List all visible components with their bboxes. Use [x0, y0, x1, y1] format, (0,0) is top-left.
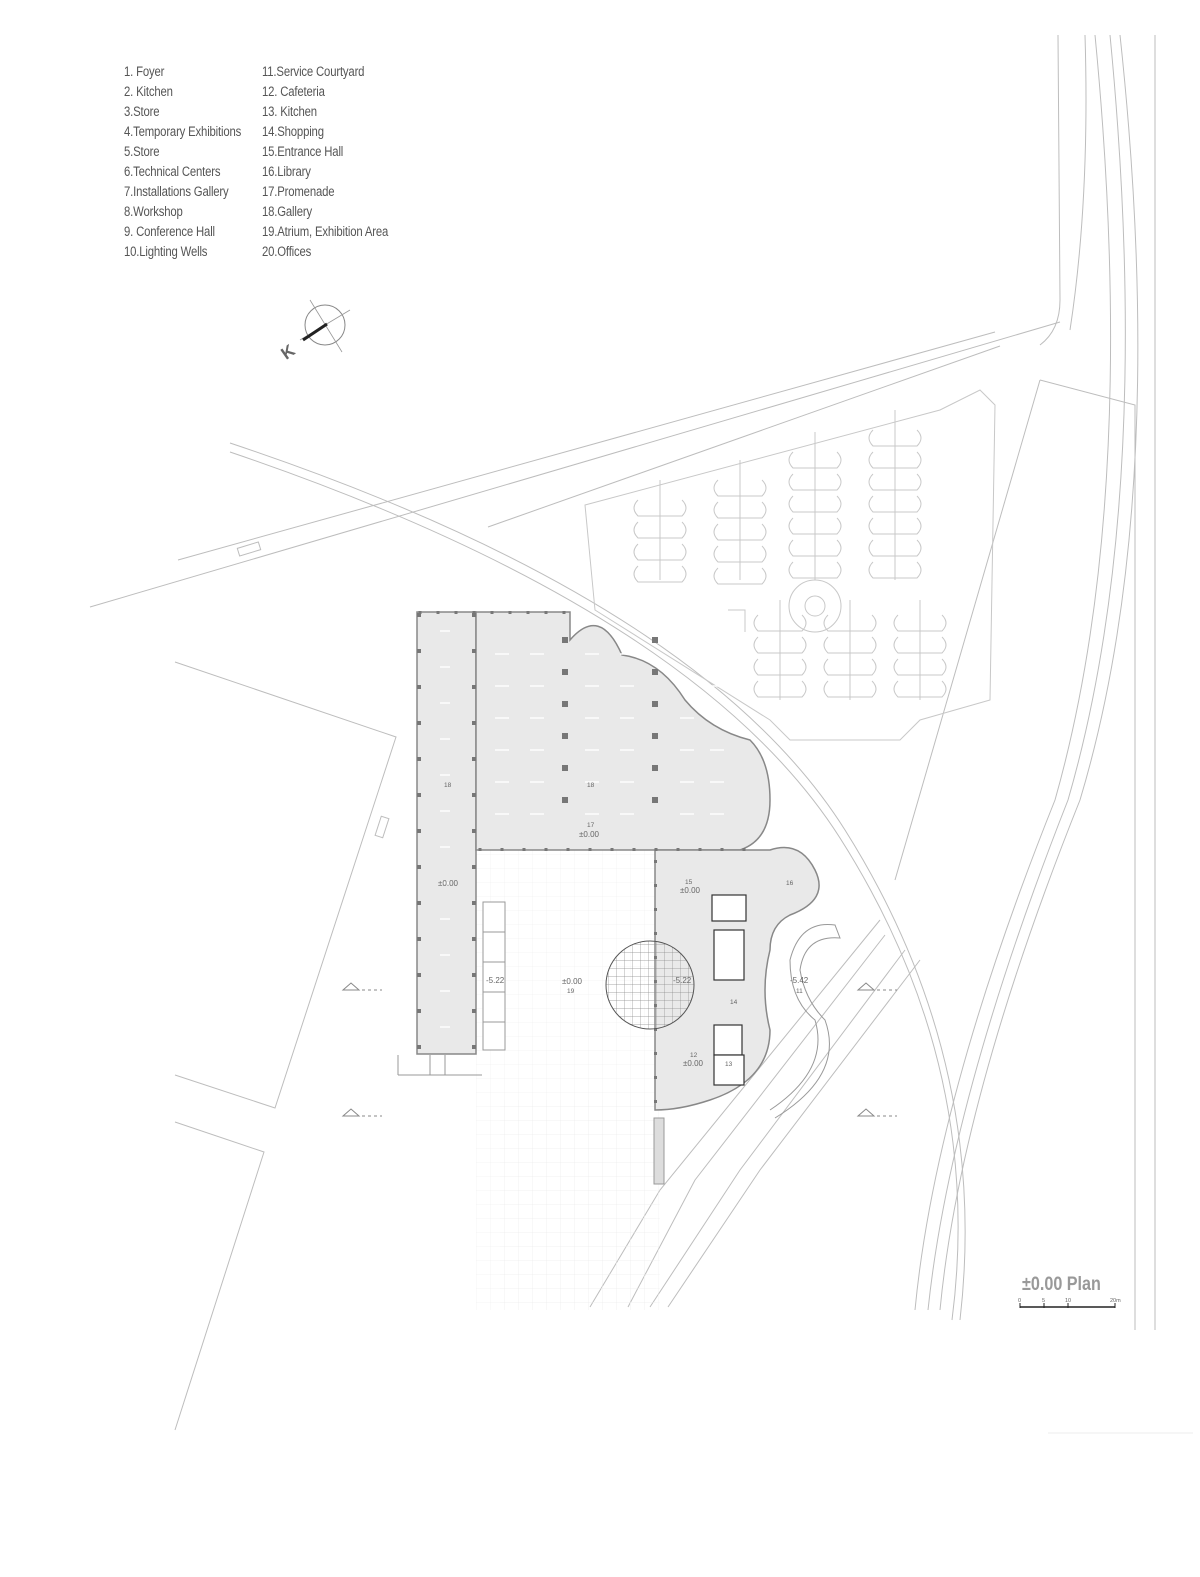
legend-item: 16.Library — [262, 164, 311, 179]
section-markers — [341, 982, 897, 1117]
room-number-library: 16 — [786, 880, 794, 887]
elevation-entrance-hall: ±0.00 — [680, 886, 701, 895]
legend-item: 8.Workshop — [124, 204, 183, 219]
elevation-sunken-court: -5.22 — [673, 976, 692, 985]
plan-title: ±0.00 Plan — [1022, 1274, 1101, 1295]
elevation-service-courtyard: -5.42 — [790, 976, 809, 985]
legend-item: 1. Foyer — [124, 64, 165, 79]
elevation-atrium: ±0.00 — [562, 977, 583, 986]
room-number-shopping: 14 — [730, 999, 738, 1006]
elevation-light-well: -5.22 — [486, 976, 505, 985]
room-number-promenade: 17 — [587, 822, 595, 829]
legend-item: 18.Gallery — [262, 204, 313, 219]
road-lines — [89, 34, 1156, 1431]
scale-bar: 0 5 10 20m — [1018, 1298, 1121, 1308]
room-number-cafeteria: 12 — [690, 1052, 698, 1059]
legend-item: 6.Technical Centers — [124, 164, 221, 179]
north-arrow-letter: K — [277, 340, 299, 363]
elevation-cafeteria: ±0.00 — [683, 1059, 704, 1068]
scale-tick-5: 5 — [1042, 1298, 1045, 1304]
legend-item: 5.Store — [124, 144, 160, 159]
legend-item: 9. Conference Hall — [124, 224, 215, 239]
legend-item: 12. Cafeteria — [262, 84, 325, 99]
legend-item: 20.Offices — [262, 244, 312, 259]
legend-item: 10.Lighting Wells — [124, 244, 208, 259]
legend-item: 15.Entrance Hall — [262, 144, 344, 159]
legend-item: 2. Kitchen — [124, 84, 173, 99]
room-number-gallery-east: 18 — [587, 782, 595, 789]
legend-item: 7.Installations Gallery — [124, 184, 229, 199]
scale-tick-10: 10 — [1065, 1298, 1071, 1304]
plan-labels: 18 18 17 ±0.00 ±0.00 ±0.00 19 -5.22 -5.2… — [438, 782, 809, 1068]
room-number-kitchen: 13 — [725, 1061, 733, 1068]
scale-tick-0: 0 — [1018, 1298, 1021, 1304]
paved-lower — [500, 1100, 660, 1310]
building-footprint — [397, 611, 841, 1185]
legend-item: 3.Store — [124, 104, 160, 119]
elevation-west-wing: ±0.00 — [438, 879, 459, 888]
legend-column-1: 1. Foyer 2. Kitchen 3.Store 4.Temporary Exh… — [124, 62, 241, 262]
elevation-promenade: ±0.00 — [579, 830, 600, 839]
room-number-entrance-hall: 15 — [685, 879, 693, 886]
room-number-atrium: 19 — [567, 988, 575, 995]
legend-item: 13. Kitchen — [262, 104, 317, 119]
legend-item: 11.Service Courtyard — [262, 64, 365, 79]
legend-item: 17.Promenade — [262, 184, 335, 199]
legend-item: 14.Shopping — [262, 124, 324, 139]
legend-item: 4.Temporary Exhibitions — [124, 124, 242, 139]
legend-column-2: 11.Service Courtyard 12. Cafeteria 13. Kit… — [262, 62, 388, 262]
north-arrow-icon: K — [277, 299, 351, 363]
legend-item: 19.Atrium, Exhibition Area — [262, 224, 389, 239]
parking-lot — [584, 389, 996, 741]
scale-tick-20: 20m — [1110, 1298, 1121, 1304]
room-number-service-courtyard: 11 — [796, 988, 803, 995]
room-number-gallery-west: 18 — [444, 782, 452, 789]
